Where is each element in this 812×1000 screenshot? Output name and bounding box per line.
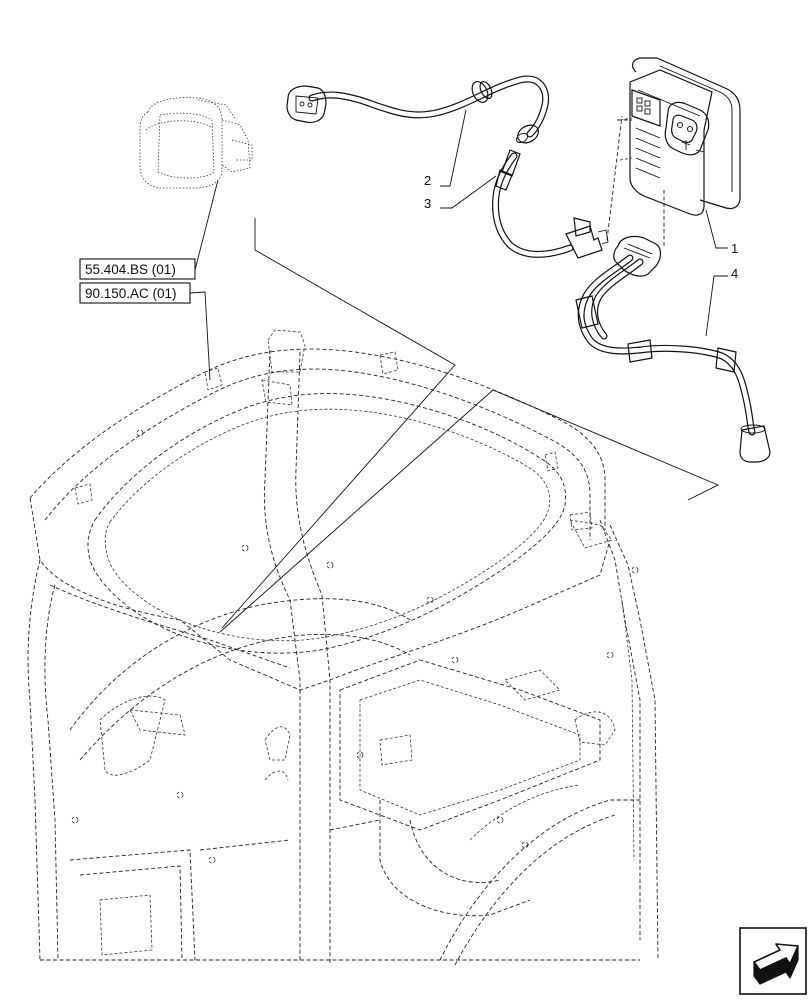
- next-page-arrow-icon: [753, 943, 799, 985]
- projection-lines: [606, 115, 665, 246]
- harness-2-part: [286, 75, 550, 144]
- control-unit-part: [619, 57, 741, 216]
- callout-3: 3: [424, 196, 431, 211]
- harness-3-part: [492, 149, 609, 259]
- reference-link-90-150[interactable]: 90.150.AC (01): [79, 282, 191, 304]
- reference-link-55-404[interactable]: 55.404.BS (01): [79, 258, 196, 280]
- next-page-button[interactable]: [739, 927, 807, 995]
- callout-4: 4: [731, 266, 738, 281]
- work-lamp-part: [139, 97, 253, 189]
- reference-text-2: 90.150.AC (01): [85, 286, 177, 301]
- callout-2: 2: [424, 173, 431, 188]
- cab-frame: [27, 329, 659, 966]
- callout-1: 1: [731, 241, 738, 256]
- reference-text-1: 55.404.BS (01): [85, 262, 176, 277]
- harness-4-part: [575, 235, 771, 463]
- detail-leader-lines: [189, 179, 720, 633]
- callout-leaders: [440, 109, 728, 337]
